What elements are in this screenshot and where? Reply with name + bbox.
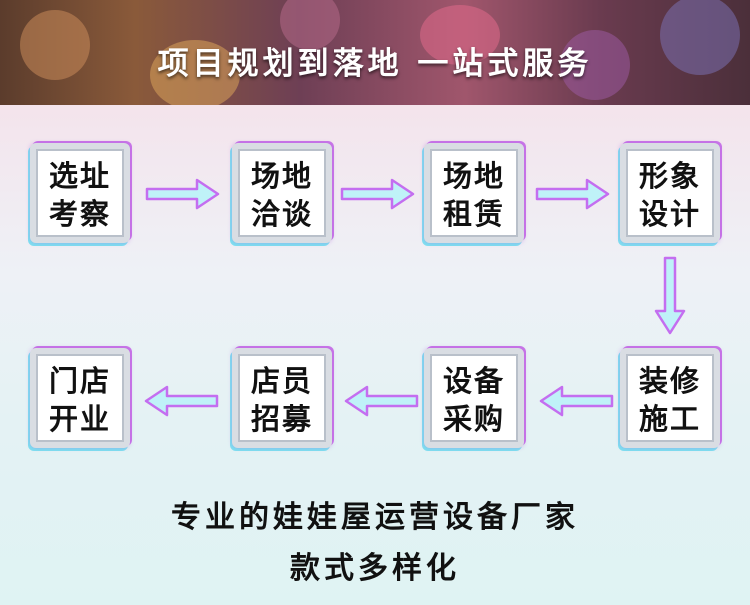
step-line: 选址 [48,159,111,193]
step-line: 场地 [442,159,505,193]
step-line: 招募 [250,402,313,436]
step-line: 施工 [638,402,701,436]
arrow-down-icon [654,256,686,335]
footer-line-1: 专业的娃娃屋运营设备厂家 [171,500,579,535]
step-line: 形象 [638,159,701,193]
banner-title: 项目规划到落地 一站式服务 [157,46,593,82]
step-line: 考察 [48,197,111,231]
step-line: 门店 [48,364,111,398]
header-banner: 项目规划到落地 一站式服务 [0,0,750,105]
step-image-design: 形象设计 [620,143,720,243]
arrow-left-icon [539,385,614,417]
arrow-right-icon [145,178,220,210]
arrow-left-icon [144,385,219,417]
footer-line-2: 款式多样化 [290,551,460,586]
banner-photo-blob [560,30,630,100]
step-line: 场地 [250,159,313,193]
step-staff-recruitment: 店员招募 [232,348,332,448]
arrow-right-icon [340,178,415,210]
step-store-opening: 门店开业 [30,348,130,448]
step-line: 开业 [48,402,111,436]
step-line: 设计 [638,197,701,231]
step-venue-negotiation: 场地洽谈 [232,143,332,243]
banner-photo-blob [420,5,500,65]
banner-photo-blob [280,0,340,50]
step-venue-rental: 场地租赁 [424,143,524,243]
step-line: 设备 [442,364,505,398]
arrow-right-icon [535,178,610,210]
step-line: 店员 [250,364,313,398]
step-line: 采购 [442,402,505,436]
step-line: 装修 [638,364,701,398]
step-line: 洽谈 [250,197,313,231]
banner-photo-blob [150,40,240,105]
step-renovation: 装修施工 [620,348,720,448]
step-line: 租赁 [442,197,505,231]
banner-photo-blob [20,10,90,80]
arrow-left-icon [344,385,419,417]
step-equipment-purchase: 设备采购 [424,348,524,448]
banner-photo-blob [660,0,740,75]
step-site-survey: 选址考察 [30,143,130,243]
